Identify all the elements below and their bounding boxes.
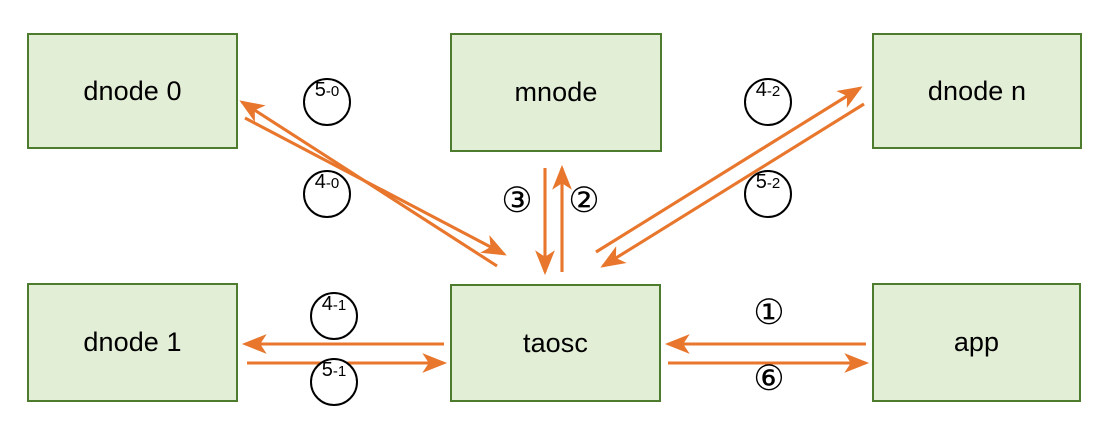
step-tag-5-0-sub: -0	[325, 83, 340, 100]
step-tag-5-1: 5 -1	[310, 358, 358, 406]
step-tag-6: ⑥	[748, 358, 790, 400]
node-dnoden[interactable]: dnode n	[872, 33, 1082, 149]
node-dnode0-label: dnode 0	[83, 75, 182, 106]
step-tag-2: ②	[563, 180, 605, 222]
step-tag-5-0-inner: 5 -0	[315, 80, 339, 100]
step-tag-5-1-main: 5	[321, 359, 333, 381]
step-tag-4-2: 4 -2	[744, 78, 792, 126]
step-tag-4-2-sub: -2	[766, 83, 781, 100]
step-tag-5-1-sub: -1	[332, 363, 347, 380]
step-tag-4-0-inner: 4 -0	[315, 172, 339, 192]
node-app[interactable]: app	[872, 283, 1081, 402]
step-tag-3-glyph: ③	[501, 180, 533, 221]
step-tag-4-1: 4 -1	[310, 292, 358, 340]
node-taosc[interactable]: taosc	[450, 284, 661, 402]
step-tag-1: ①	[748, 292, 790, 334]
step-tag-1-glyph: ①	[753, 292, 785, 333]
node-dnoden-label: dnode n	[927, 75, 1027, 106]
step-tag-5-1-inner: 5 -1	[322, 360, 346, 380]
step-tag-4-1-inner: 4 -1	[322, 294, 346, 314]
step-tag-5-0: 5 -0	[303, 78, 351, 126]
node-mnode[interactable]: mnode	[450, 33, 662, 152]
step-tag-5-2-inner: 5 -2	[756, 172, 780, 192]
node-app-label: app	[953, 327, 1000, 357]
step-tag-4-0: 4 -0	[303, 170, 351, 218]
node-taosc-label: taosc	[522, 327, 589, 358]
step-tag-2-glyph: ②	[568, 180, 600, 221]
step-tag-4-1-sub: -1	[332, 297, 347, 314]
step-tag-6-glyph: ⑥	[753, 358, 785, 399]
step-tag-4-2-inner: 4 -2	[756, 80, 780, 100]
node-dnode1-label: dnode 1	[83, 327, 182, 357]
step-tag-3: ③	[496, 180, 538, 222]
step-tag-4-0-sub: -0	[325, 175, 340, 192]
node-mnode-label: mnode	[514, 77, 598, 107]
step-tag-4-0-main: 4	[314, 171, 326, 193]
step-tag-4-1-main: 4	[321, 293, 333, 315]
step-tag-5-2-sub: -2	[766, 175, 781, 192]
step-tag-5-0-main: 5	[314, 79, 326, 101]
step-tag-5-2-main: 5	[755, 171, 767, 193]
step-tag-4-2-main: 4	[755, 79, 767, 101]
node-dnode1[interactable]: dnode 1	[27, 283, 238, 402]
node-dnode0[interactable]: dnode 0	[27, 33, 238, 149]
step-tag-5-2: 5 -2	[744, 170, 792, 218]
